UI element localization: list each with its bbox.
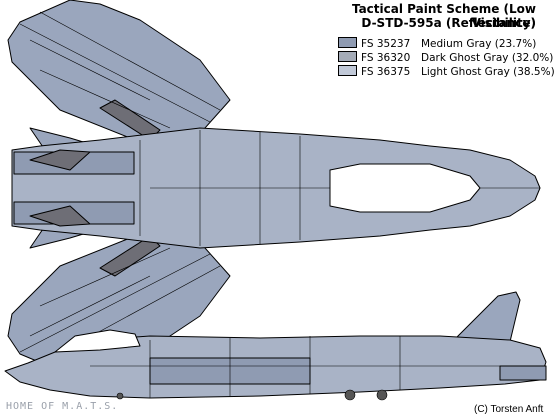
- legend-item-medium-gray: FS 35237 Medium Gray (23.7%): [338, 37, 536, 51]
- scheme-title: Tactical Paint Scheme (Low Visibility): [351, 2, 536, 30]
- legend-label: Dark Ghost Gray (32.0%): [421, 52, 554, 64]
- exhaust-side: [499, 365, 547, 381]
- copyright-credit: (C) Torsten Anft: [474, 404, 544, 415]
- swatch-medium-gray: [338, 37, 357, 48]
- swatch-dark-ghost-gray: [338, 51, 357, 62]
- watermark: HOME OF M.A.T.S.: [6, 401, 119, 412]
- legend-code: FS 36320: [361, 52, 411, 64]
- top-view: [7, 0, 541, 376]
- swatch-light-ghost-gray: [338, 65, 357, 76]
- tail-panel-lower: [29, 205, 91, 227]
- legend-label: Light Ghost Gray (38.5%): [421, 66, 555, 78]
- legend-label: Medium Gray (23.7%): [421, 38, 537, 50]
- canopy-side: [54, 329, 141, 353]
- legend-item-light-ghost-gray: FS 36375 Light Ghost Gray (38.5%): [338, 65, 555, 79]
- legend-item-dark-ghost-gray: FS 36320 Dark Ghost Gray (32.0%): [338, 51, 553, 65]
- canopy-top: [329, 163, 481, 213]
- tail-panel-upper: [29, 149, 91, 171]
- upper-wing-panel: [99, 99, 161, 141]
- side-view: [4, 291, 547, 401]
- lower-wing-panel: [99, 235, 161, 277]
- upper-wing: [7, 0, 231, 147]
- legend-code: FS 35237: [361, 38, 411, 50]
- scheme-standard: D-STD-595a (Reflectance): [361, 16, 536, 30]
- legend-code: FS 36375: [361, 66, 411, 78]
